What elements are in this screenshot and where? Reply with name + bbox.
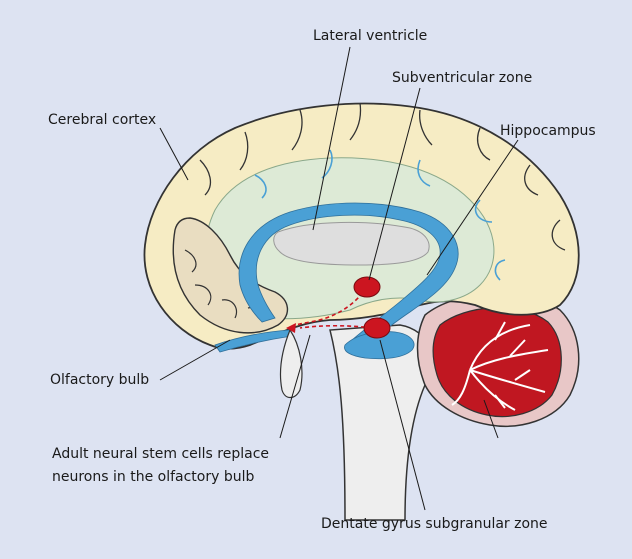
lateral-ventricle bbox=[274, 222, 429, 265]
label-stem-cells-line2: neurons in the olfactory bulb bbox=[52, 469, 254, 485]
cerebellum bbox=[418, 294, 579, 427]
label-lateral-ventricle: Lateral ventricle bbox=[313, 28, 427, 44]
dentate-gyrus-spot bbox=[364, 318, 390, 338]
label-subventricular-zone: Subventricular zone bbox=[392, 70, 532, 86]
label-stem-cells-line1: Adult neural stem cells replace bbox=[52, 446, 269, 462]
subventricular-zone-spot bbox=[354, 277, 380, 297]
label-hippocampus: Hippocampus bbox=[500, 123, 596, 139]
label-olfactory-bulb: Olfactory bulb bbox=[50, 372, 149, 388]
label-dentate-gyrus: Dentate gyrus subgranular zone bbox=[321, 516, 548, 532]
label-cerebral-cortex: Cerebral cortex bbox=[48, 112, 156, 128]
hypothalamus bbox=[280, 330, 302, 398]
